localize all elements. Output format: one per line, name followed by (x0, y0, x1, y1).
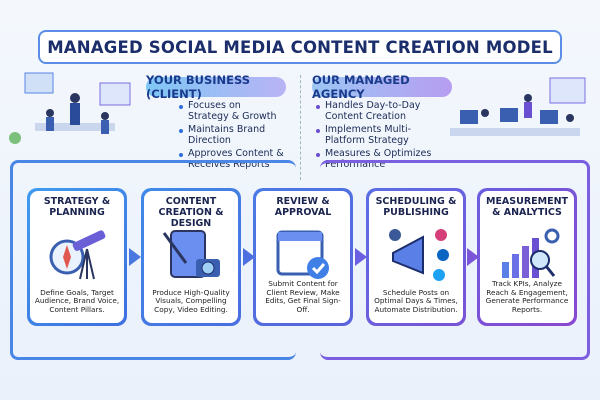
arrow-icon (467, 248, 479, 266)
page-title: MANAGED SOCIAL MEDIA CONTENT CREATION MO… (38, 30, 562, 64)
step-title: MEASUREMENT & ANALYTICS (485, 196, 569, 218)
step-card-scheduling: SCHEDULING & PUBLISHING Schedule Posts o… (366, 188, 466, 326)
feedback-loop-right (320, 160, 590, 360)
agency-label: OUR MANAGED AGENCY (312, 73, 452, 101)
client-label: YOUR BUSINESS (CLIENT) (146, 73, 286, 101)
megaphone-social-icon (389, 229, 449, 281)
client-list: Focuses on Strategy & Growth Maintains B… (179, 100, 284, 173)
step-card-analytics: MEASUREMENT & ANALYTICS Track KPIs, Anal… (477, 188, 577, 326)
step-description: Submit Content for Client Review, Make E… (265, 279, 341, 314)
client-office-illustration (5, 68, 145, 168)
step-card-review: REVIEW & APPROVAL Submit Content for Cli… (253, 188, 353, 326)
step-title: SCHEDULING & PUBLISHING (375, 196, 457, 218)
step-description: Define Goals, Target Audience, Brand Voi… (34, 287, 120, 314)
list-item: Maintains Brand Direction (179, 124, 284, 146)
telescope-compass-icon (49, 230, 106, 280)
arrow-icon (129, 248, 141, 266)
list-item: Handles Day-to-Day Content Creation (316, 100, 436, 122)
tablet-camera-icon (162, 230, 220, 278)
step-title: REVIEW & APPROVAL (274, 196, 332, 218)
agency-list: Handles Day-to-Day Content Creation Impl… (316, 100, 436, 173)
agency-office-illustration (440, 68, 598, 168)
step-card-strategy: STRATEGY & PLANNING Define Goals, Target… (27, 188, 127, 326)
step-description: Track KPIs, Analyze Reach & Engagement, … (485, 279, 569, 314)
arrow-icon (355, 248, 367, 266)
step-description: Produce High-Quality Visuals, Compelling… (152, 287, 230, 314)
step-title: CONTENT CREATION & DESIGN (158, 196, 224, 229)
feedback-loop-left (10, 160, 296, 360)
arrow-icon (243, 248, 255, 266)
list-item: Implements Multi-Platform Strategy (316, 124, 436, 146)
step-description: Schedule Posts on Optimal Days & Times, … (374, 287, 458, 314)
step-card-content: CONTENT CREATION & DESIGN Produce High-Q… (141, 188, 241, 326)
list-item: Focuses on Strategy & Growth (179, 100, 284, 122)
bar-chart-magnifier-icon (502, 228, 560, 278)
list-item: Approves Content & Receives Reports (179, 148, 284, 170)
list-item: Measures & Optimizes Performance (316, 148, 436, 170)
divider (300, 75, 301, 180)
calendar-check-icon (276, 230, 329, 279)
step-title: STRATEGY & PLANNING (43, 196, 111, 218)
